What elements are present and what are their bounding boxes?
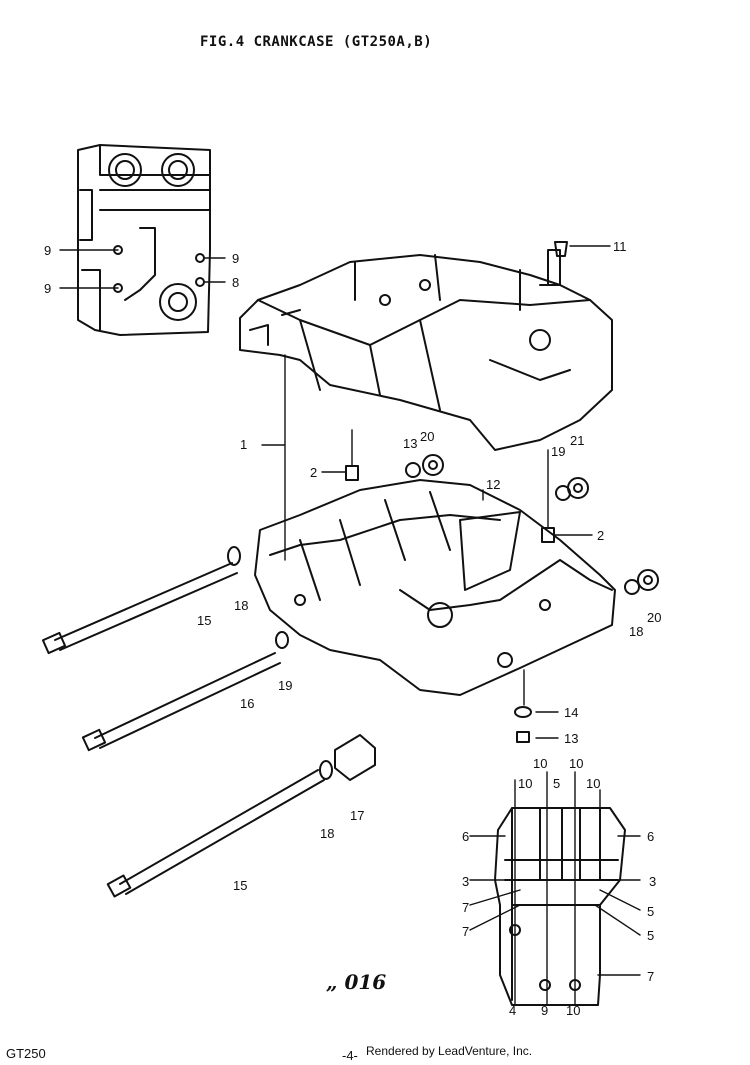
footer-model: GT250: [6, 1046, 46, 1061]
upper-crankcase: [239, 249, 613, 451]
callout: 18: [234, 598, 248, 613]
callout-numbers: 9 9 9 9 8 11 1 2 13 20 19 21 12 2 18 15 …: [44, 239, 661, 1018]
callout: 13: [564, 731, 578, 746]
callout: 9: [44, 243, 51, 258]
callout: 15: [197, 613, 211, 628]
callout: 15: [233, 878, 247, 893]
callout: 17: [350, 808, 364, 823]
callout: 10: [586, 776, 600, 791]
callout: 19: [551, 444, 565, 459]
figure-title: FIG.4 CRANKCASE (GT250A,B): [200, 34, 433, 50]
dowel-pin-upper: [345, 465, 359, 481]
callout: 6: [647, 829, 654, 844]
lower-crankcase: [254, 479, 616, 696]
callout: 7: [462, 924, 469, 939]
callout: 7: [462, 900, 469, 915]
callout: 13: [403, 436, 417, 451]
callout: 5: [647, 904, 654, 919]
callout: 20: [420, 429, 434, 444]
callout: 2: [310, 465, 317, 480]
callout: 20: [647, 610, 661, 625]
callout: 19: [278, 678, 292, 693]
long-bolts: [41, 562, 325, 898]
callout: 18: [320, 826, 334, 841]
callout: 10: [518, 776, 532, 791]
callout: 9: [232, 251, 239, 266]
callout: 2: [597, 528, 604, 543]
drawing-code: „ 016: [326, 970, 387, 994]
footer-page-number: -4-: [342, 1048, 358, 1063]
callout: 11: [613, 239, 627, 254]
callout: 9: [44, 281, 51, 296]
callout: 10: [569, 756, 583, 771]
callout: 5: [553, 776, 560, 791]
callout: 10: [566, 1003, 580, 1018]
callout: 18: [629, 624, 643, 639]
callout: 1: [240, 437, 247, 452]
callout: 4: [509, 1003, 516, 1018]
callout: 10: [533, 756, 547, 771]
callout: 3: [462, 874, 469, 889]
callout: 14: [564, 705, 578, 720]
callout: 6: [462, 829, 469, 844]
callout: 9: [541, 1003, 548, 1018]
callout: 5: [647, 928, 654, 943]
spacer-17: [334, 734, 376, 781]
inset-side-view: [77, 144, 211, 336]
callout: 7: [647, 969, 654, 984]
callout: 8: [232, 275, 239, 290]
callout: 21: [570, 433, 584, 448]
callout: 12: [486, 477, 500, 492]
footer-rendered-by: Rendered by LeadVenture, Inc.: [366, 1044, 533, 1058]
callout: 3: [649, 874, 656, 889]
callout: 16: [240, 696, 254, 711]
